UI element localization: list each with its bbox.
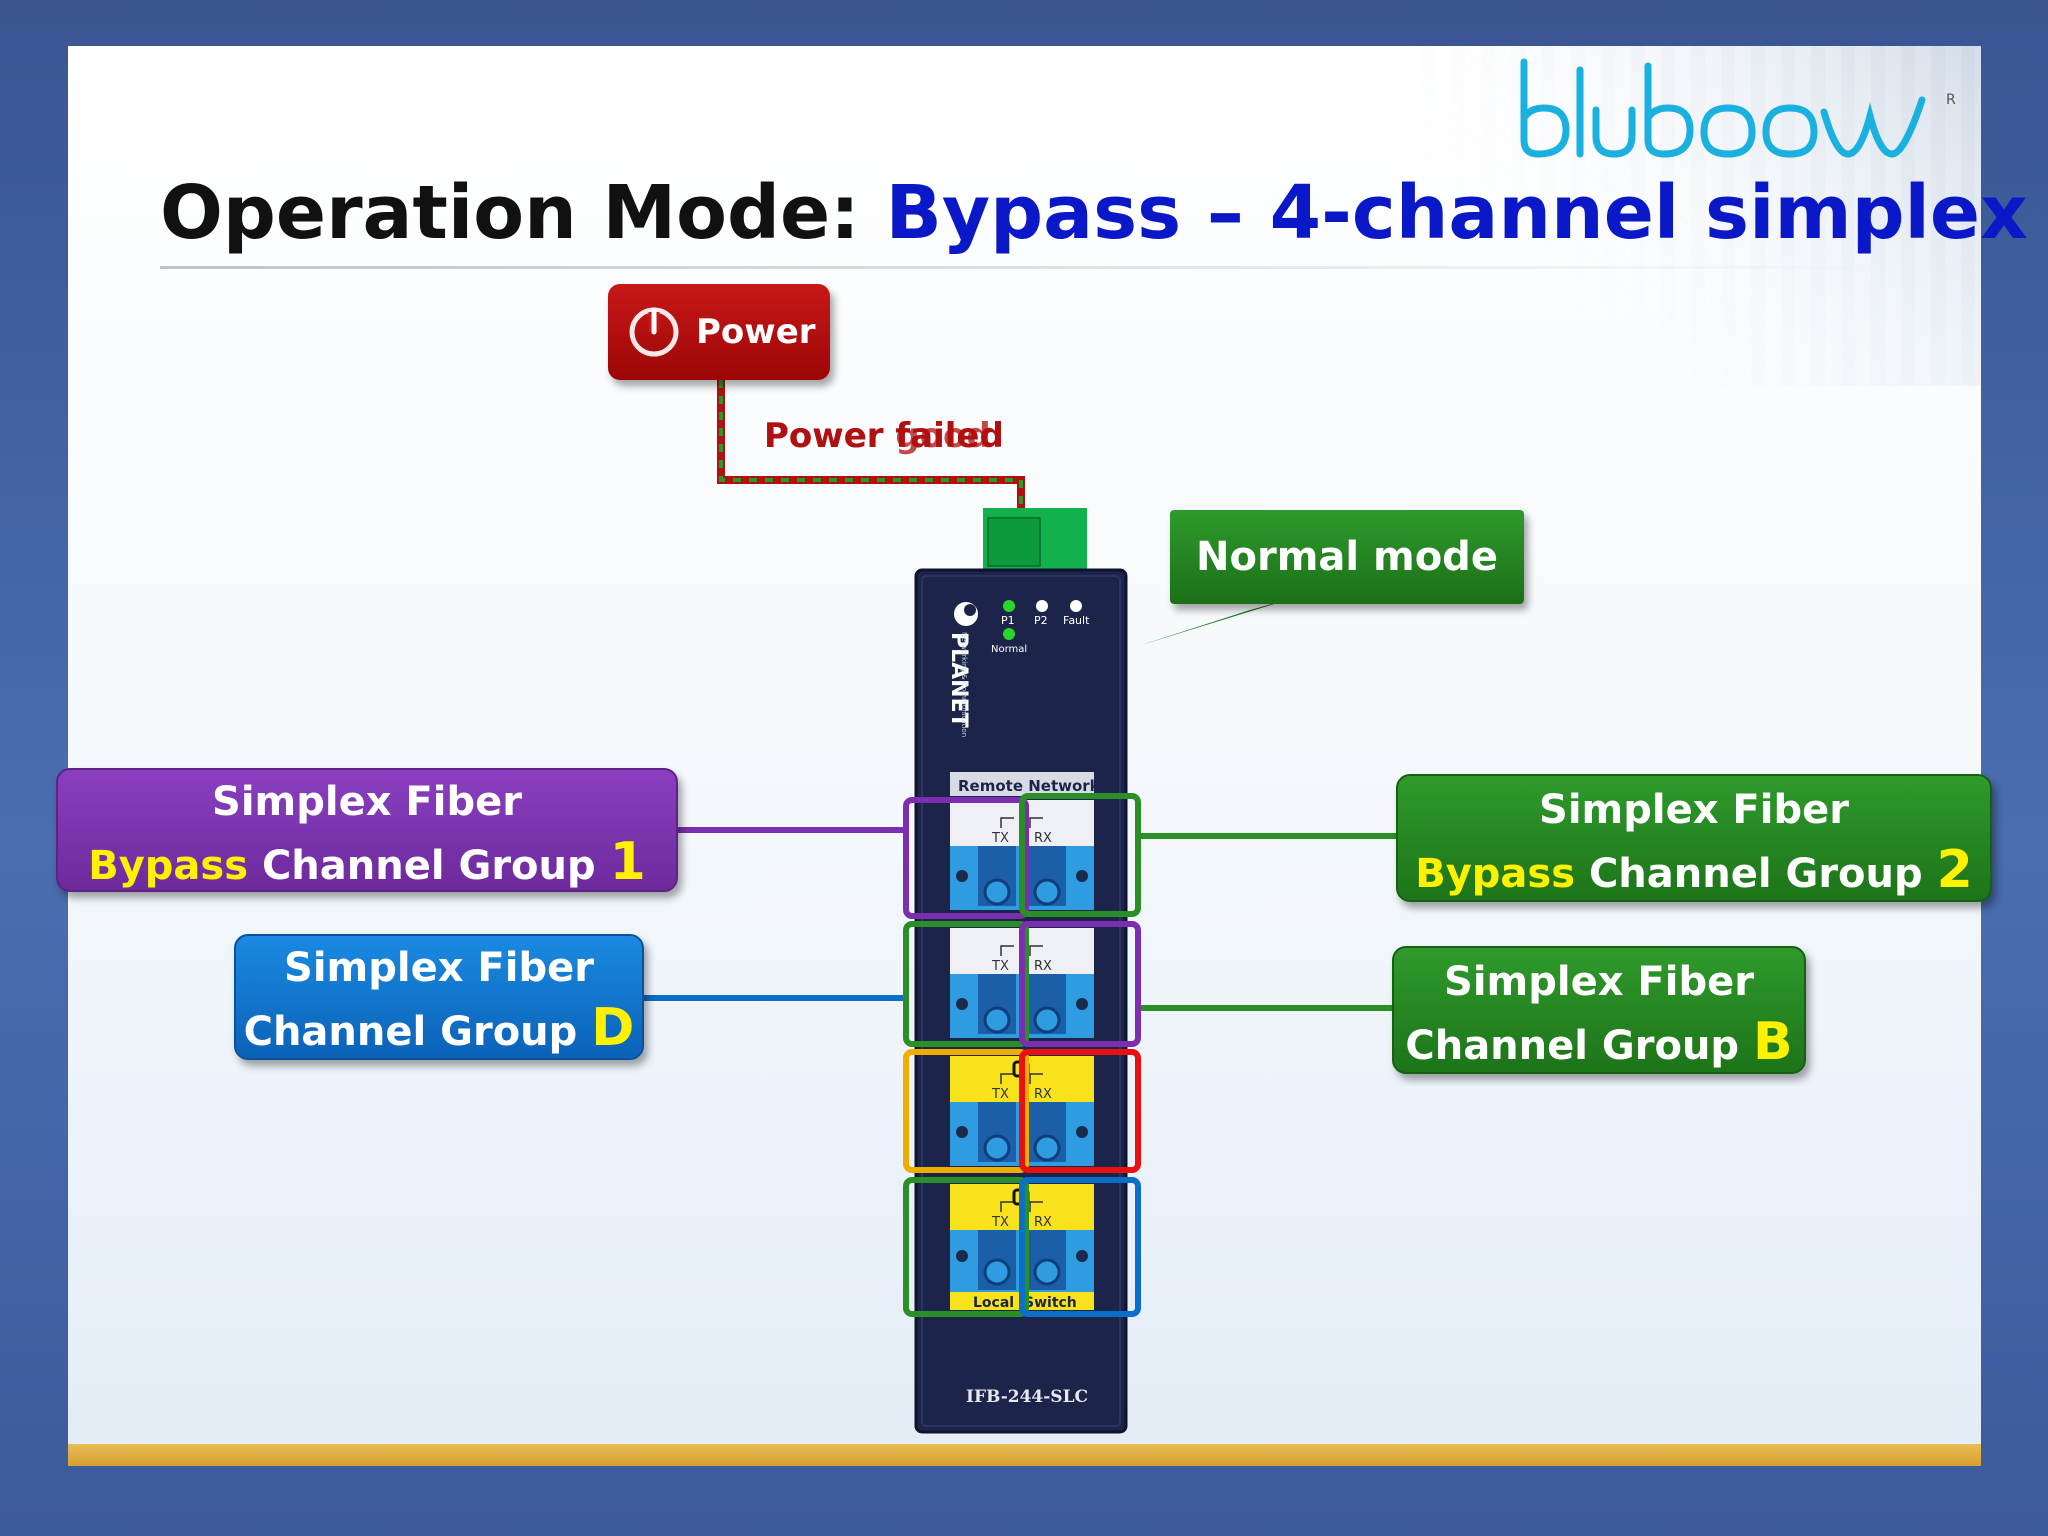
outline-groupB-a	[1019, 921, 1141, 1047]
power-status-good: Power good	[764, 416, 991, 456]
power-icon	[629, 307, 679, 357]
tx-label: TX	[991, 1087, 1009, 1102]
power-status-failed: Power failed	[764, 416, 1004, 456]
rx-label: RX	[1034, 1215, 1052, 1230]
brand-subtitle: Networking & Communication	[960, 632, 968, 737]
tx-label: TX	[991, 959, 1009, 974]
led-p2-label: P2	[1034, 614, 1048, 627]
callout-group1-id: 1	[609, 832, 646, 892]
callout-groupB-line1: Simplex Fiber	[1444, 959, 1754, 1005]
led-normal-label: Normal	[991, 644, 1027, 655]
rx-label: RX	[1034, 959, 1052, 974]
outline-red	[1019, 1049, 1141, 1173]
outline-groupD-b	[903, 1177, 1029, 1317]
led-p1-label: P1	[1001, 614, 1015, 627]
callout-group2-mid: Channel Group	[1588, 851, 1923, 897]
outline-yellow	[903, 1049, 1029, 1173]
page-title: Operation Mode: Bypass – 4-channel simpl…	[160, 170, 2028, 256]
power-status: Power failed Power good	[764, 416, 1004, 456]
callout-group2-prefix: Bypass	[1415, 851, 1576, 897]
title-highlight: Bypass – 4-channel simplex	[885, 170, 2028, 256]
callout-groupB-id: B	[1753, 1012, 1793, 1072]
switch-label: Switch	[1024, 1295, 1077, 1311]
model-name: IFB-244-SLC	[966, 1387, 1088, 1407]
callout-group1-prefix: Bypass	[88, 843, 249, 889]
led-fault	[1070, 600, 1082, 612]
rx-label: RX	[1034, 831, 1052, 846]
tx-label: TX	[991, 831, 1009, 846]
rx-label: RX	[1034, 1087, 1052, 1102]
outline-group1	[903, 797, 1029, 919]
callout-groupD-line1: Simplex Fiber	[284, 945, 594, 991]
led-p1	[1003, 600, 1015, 612]
callout-group2-line2: Bypass Channel Group 2	[1398, 840, 1990, 900]
callout-group1-mid: Channel Group	[261, 843, 596, 889]
server-rack-background	[1421, 46, 1981, 386]
bluboow-logo: R	[1520, 58, 1956, 158]
local-label: Local	[973, 1295, 1014, 1311]
outline-group2	[1019, 793, 1141, 917]
callout-groupD: Simplex Fiber Channel Group D	[234, 934, 644, 1060]
callout-groupD-mid: Channel Group	[243, 1009, 578, 1055]
tx-label: TX	[991, 1215, 1009, 1230]
outline-groupB-b	[1019, 1177, 1141, 1317]
power-button[interactable]: Power	[608, 284, 830, 380]
callout-group1-line1: Simplex Fiber	[212, 779, 522, 825]
led-fault-label: Fault	[1063, 614, 1090, 627]
title-prefix: Operation Mode:	[160, 170, 860, 256]
callout-groupB: Simplex Fiber Channel Group B	[1392, 946, 1806, 1074]
normal-mode-label: Normal mode	[1170, 510, 1524, 604]
callout-groupD-id: D	[591, 998, 635, 1058]
callout-groupD-line2: Channel Group D	[236, 998, 642, 1058]
mode-pointer	[1138, 596, 1300, 646]
port-block-3: TX RX	[950, 1056, 1094, 1166]
callout-groupB-mid: Channel Group	[1405, 1023, 1740, 1069]
callout-groupB-line2: Channel Group B	[1394, 1012, 1804, 1072]
registered-mark: R	[1946, 92, 1956, 108]
callout-group2: Simplex Fiber Bypass Channel Group 2	[1396, 774, 1992, 902]
led-p2	[1036, 600, 1048, 612]
callout-group2-id: 2	[1936, 840, 1973, 900]
callout-group1: Simplex Fiber Bypass Channel Group 1	[56, 768, 678, 892]
outline-groupD-a	[903, 921, 1029, 1047]
callout-group2-line1: Simplex Fiber	[1539, 787, 1849, 833]
callout-group1-line2: Bypass Channel Group 1	[58, 832, 676, 892]
bottom-accent-band	[68, 1444, 1981, 1466]
power-cable	[717, 380, 1025, 520]
remote-network-label-bg	[950, 772, 1094, 796]
brand-name: PLANET	[946, 632, 971, 728]
led-normal	[1003, 628, 1015, 640]
power-button-label: Power	[696, 312, 816, 352]
remote-network-label: Remote Network	[958, 777, 1101, 795]
title-underline	[160, 266, 1900, 269]
